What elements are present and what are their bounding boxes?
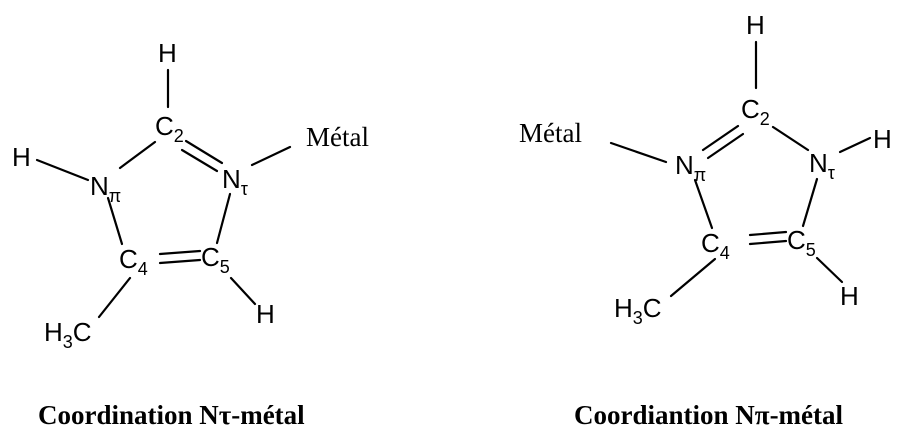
right-c5-sub: 5 xyxy=(806,240,816,260)
right-atom-c5: C5 xyxy=(787,225,816,260)
right-c2-base: C xyxy=(741,94,760,124)
right-methyl-sub: 3 xyxy=(633,308,643,328)
right-metal-label: Métal xyxy=(519,118,582,148)
left-atom-n-tau: Nτ xyxy=(222,164,248,199)
left-bond-c5-h xyxy=(229,276,257,306)
right-atom-n-pi: Nπ xyxy=(675,150,706,185)
right-methyl-c: C xyxy=(643,293,662,323)
left-c2-sub: 2 xyxy=(174,126,184,146)
right-bond-ntau-h xyxy=(838,136,872,154)
left-methyl-h: H xyxy=(44,317,63,347)
left-atom-c2: C2 xyxy=(155,111,184,146)
left-atom-h-top: H xyxy=(158,38,177,68)
left-methyl-sub: 3 xyxy=(63,332,73,352)
right-bond-c2-ntau xyxy=(771,125,810,152)
left-caption: Coordination Nτ-métal xyxy=(38,400,305,430)
right-atom-h-right: H xyxy=(873,124,892,154)
left-bond-c2-ntau-a xyxy=(184,139,224,165)
right-c4-base: C xyxy=(701,228,720,258)
right-atom-c4: C4 xyxy=(701,228,730,263)
left-bond-c4-ch3 xyxy=(97,276,132,319)
right-atom-h-c5: H xyxy=(840,281,859,311)
right-atom-c2: C2 xyxy=(741,94,770,129)
right-bond-c2-npi-a xyxy=(701,124,740,152)
right-bond-c2-npi-b xyxy=(706,132,745,160)
left-structure: H C2 Métal H Nπ Nτ C4 C5 H H3C Coordinat… xyxy=(12,38,369,430)
right-c2-sub: 2 xyxy=(760,109,770,129)
left-bond-c2-ntau-b xyxy=(180,148,219,173)
left-metal-label: Métal xyxy=(306,122,369,152)
left-atom-c5: C5 xyxy=(201,242,230,277)
right-bond-c5-h xyxy=(815,256,844,284)
right-atom-n-tau: Nτ xyxy=(809,148,835,183)
left-atom-h-c5: H xyxy=(256,299,275,329)
right-structure: H Métal C2 Nπ Nτ H C4 C5 H H3C Coordiant… xyxy=(519,10,892,430)
left-bond-ntau-c5 xyxy=(215,192,232,245)
left-bond-c4-c5-b xyxy=(158,258,202,265)
right-atom-h-top: H xyxy=(746,10,765,40)
right-c4-sub: 4 xyxy=(720,243,730,263)
left-ntau-base: N xyxy=(222,164,241,194)
right-methyl-h: H xyxy=(614,293,633,323)
right-ntau-sub: τ xyxy=(828,163,835,183)
left-bond-c4-c5-a xyxy=(158,249,202,256)
left-bond-c2-npi xyxy=(118,140,157,170)
left-npi-base: N xyxy=(90,171,109,201)
right-atom-methyl: H3C xyxy=(614,293,662,328)
left-c5-base: C xyxy=(201,242,220,272)
right-ntau-base: N xyxy=(809,148,828,178)
right-bond-metal-npi xyxy=(609,141,668,164)
right-c5-base: C xyxy=(787,225,806,255)
left-atom-methyl: H3C xyxy=(44,317,92,352)
left-c4-sub: 4 xyxy=(138,259,148,279)
left-bond-h-npi xyxy=(35,158,90,182)
left-c4-base: C xyxy=(119,244,138,274)
right-bond-c4-c5-b xyxy=(748,239,788,246)
left-methyl-c: C xyxy=(73,317,92,347)
left-c5-sub: 5 xyxy=(220,257,230,277)
right-bond-npi-c4 xyxy=(693,178,714,230)
left-atom-n-pi: Nπ xyxy=(90,171,121,206)
left-bond-ntau-metal xyxy=(250,145,292,167)
left-ntau-sub: τ xyxy=(241,179,248,199)
left-atom-c4: C4 xyxy=(119,244,148,279)
right-bond-ntau-c5 xyxy=(801,177,819,228)
left-npi-sub: π xyxy=(109,186,121,206)
right-caption: Coordiantion Nπ-métal xyxy=(574,400,844,430)
right-npi-sub: π xyxy=(694,165,706,185)
left-bond-npi-c4 xyxy=(106,196,124,246)
left-c2-base: C xyxy=(155,111,174,141)
right-bond-c4-ch3 xyxy=(669,257,717,298)
right-bond-c4-c5-a xyxy=(748,230,788,237)
left-atom-h-left: H xyxy=(12,142,31,172)
right-npi-base: N xyxy=(675,150,694,180)
